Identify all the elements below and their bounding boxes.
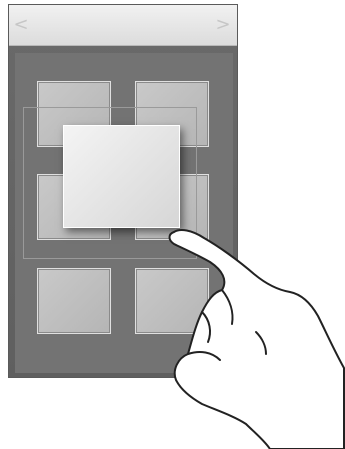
tile-6[interactable]: [135, 268, 209, 334]
dragged-tile[interactable]: [63, 125, 180, 228]
chevron-left-icon[interactable]: <: [13, 15, 29, 35]
chevron-right-icon[interactable]: >: [215, 15, 231, 35]
phone-screen: < >: [8, 4, 238, 378]
tile-5[interactable]: [37, 268, 111, 334]
navigation-bar: < >: [9, 5, 237, 46]
